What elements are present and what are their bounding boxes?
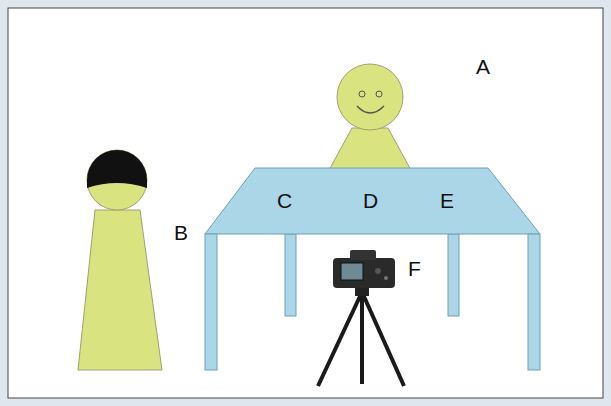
person-body xyxy=(328,128,412,172)
table-leg xyxy=(528,234,540,370)
callout-letter: F xyxy=(408,258,421,279)
callout-letter: E xyxy=(440,190,454,211)
person-head xyxy=(87,150,147,210)
person-head xyxy=(337,64,403,130)
eye xyxy=(359,91,365,97)
hair xyxy=(87,150,147,188)
table-leg xyxy=(448,234,459,316)
smile xyxy=(357,106,384,113)
person-body xyxy=(78,210,162,370)
table-leg xyxy=(205,234,217,370)
callout-letter: D xyxy=(363,190,378,211)
callout-letter: B xyxy=(174,222,188,243)
table-top xyxy=(205,168,540,234)
camera-tripod xyxy=(318,250,404,386)
eye xyxy=(376,91,382,97)
callout-letter: C xyxy=(277,190,292,211)
table-leg xyxy=(285,234,296,316)
callout-letter: A xyxy=(476,56,490,77)
frame xyxy=(8,8,603,398)
